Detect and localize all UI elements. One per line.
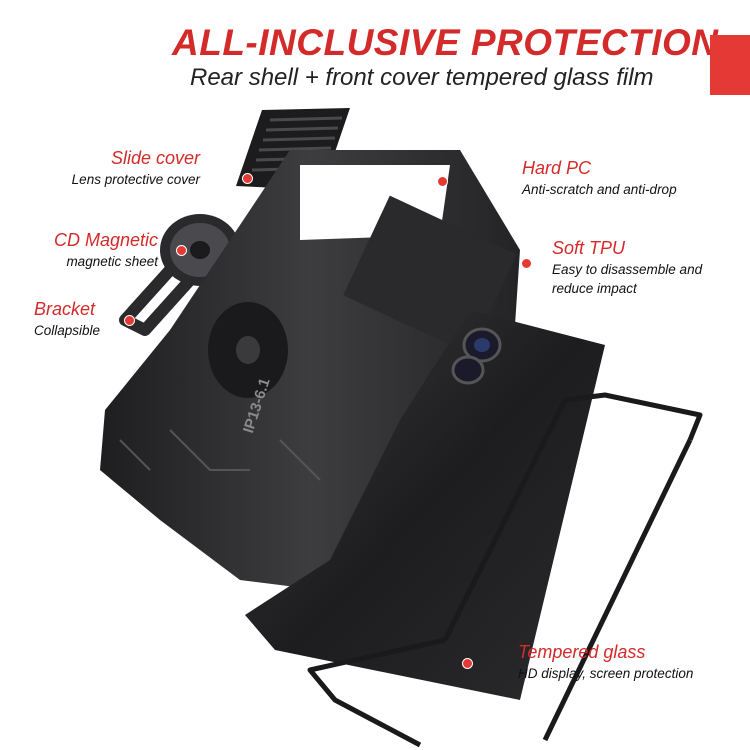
callout-desc: Easy to disassemble and reduce impact — [552, 262, 703, 296]
callout-desc: magnetic sheet — [66, 254, 158, 269]
callout-title: Tempered glass — [518, 642, 646, 662]
callout-title: Soft TPU — [552, 238, 626, 258]
marker-dot-cd-magnetic — [176, 245, 187, 256]
callout-title: Bracket — [34, 299, 96, 319]
callout-desc: HD display, screen protection — [518, 666, 694, 681]
page-subtitle: Rear shell + front cover tempered glass … — [190, 64, 654, 91]
callout-title: CD Magnetic — [53, 230, 158, 250]
accent-bar — [710, 35, 750, 95]
phone-body — [245, 310, 605, 700]
callout-soft-tpu: Soft TPU Easy to disassemble and reduce … — [552, 238, 732, 299]
callout-hard-pc: Hard PC Anti-scratch and anti-drop — [522, 158, 677, 200]
callout-desc: Anti-scratch and anti-drop — [522, 182, 677, 197]
marker-dot-soft-tpu — [521, 258, 532, 269]
marker-dot-bracket — [124, 315, 135, 326]
callout-slide-cover: Slide cover Lens protective cover — [72, 148, 200, 190]
callout-bracket: Bracket Collapsible — [34, 299, 100, 341]
callout-title: Slide cover — [110, 148, 200, 168]
tempered-glass-frame — [307, 392, 703, 748]
marker-dot-hard-pc — [437, 176, 448, 187]
marker-dot-slide-cover — [242, 173, 253, 184]
page-title: ALL-INCLUSIVE PROTECTION — [172, 22, 719, 63]
callout-desc: Lens protective cover — [71, 172, 200, 187]
callout-desc: Collapsible — [34, 323, 101, 338]
callout-title: Hard PC — [522, 158, 592, 178]
marker-dot-tempered-glass — [462, 658, 473, 669]
callout-cd-magnetic: CD Magnetic magnetic sheet — [54, 230, 158, 272]
callout-tempered-glass: Tempered glass HD display, screen protec… — [518, 642, 693, 684]
